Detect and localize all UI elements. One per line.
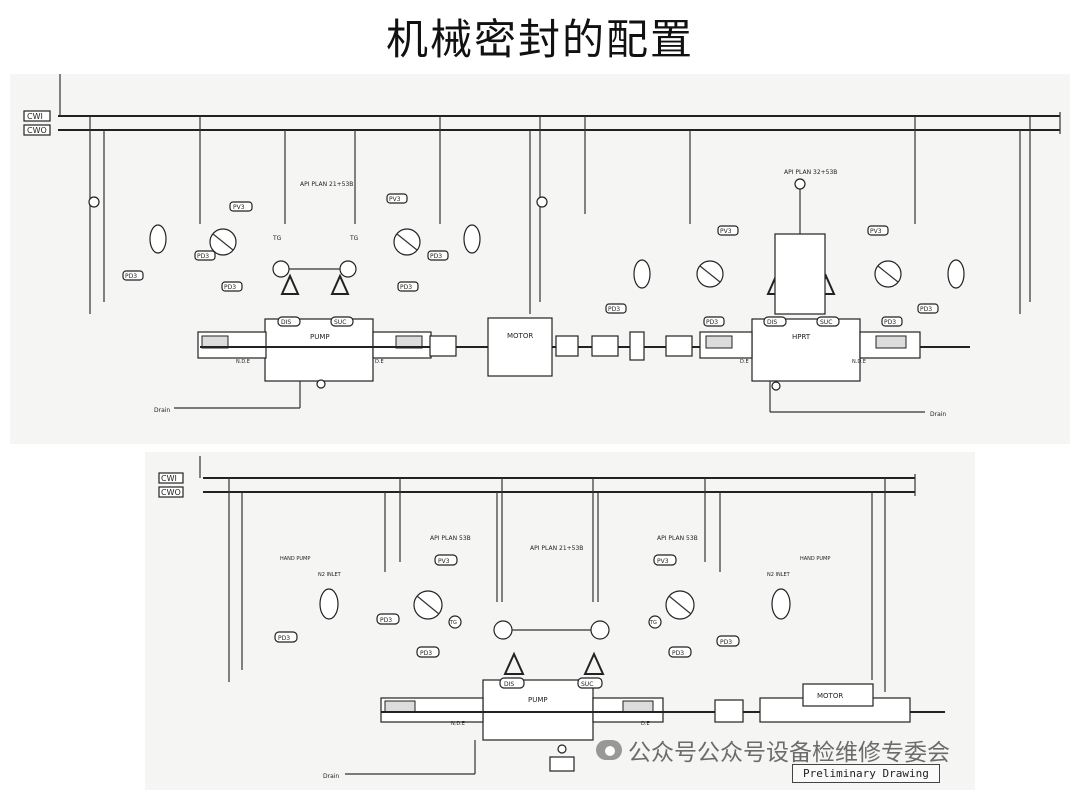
top-schematic: CWI CWO API PLAN 21+53B PV3 PV3 PD3 PD3 … <box>23 74 1061 418</box>
hprt-label: HPRT <box>792 333 811 341</box>
svg-text:DIS: DIS <box>281 319 291 326</box>
svg-text:PV3: PV3 <box>233 204 245 211</box>
hprt <box>751 318 861 382</box>
pd3-left <box>122 270 144 281</box>
pump-label: PUMP <box>310 333 330 341</box>
svg-text:N.D.E: N.D.E <box>852 359 866 365</box>
bottom-cwo-label: CWO <box>161 488 181 497</box>
svg-text:N2 INLET: N2 INLET <box>767 572 791 578</box>
watermark: 公众号公众号设备检维修专委会 <box>596 733 950 767</box>
svg-text:PD3: PD3 <box>430 253 442 260</box>
svg-text:D.E: D.E <box>740 359 749 365</box>
drain-left: Drain <box>154 407 170 414</box>
pump-top <box>264 318 374 382</box>
svg-text:DIS: DIS <box>504 681 514 688</box>
svg-text:N2 INLET: N2 INLET <box>318 572 342 578</box>
svg-text:PV3: PV3 <box>870 228 882 235</box>
svg-text:PD3: PD3 <box>420 650 432 657</box>
svg-text:HAND PUMP: HAND PUMP <box>800 556 830 562</box>
svg-text:PD3: PD3 <box>672 650 684 657</box>
wechat-icon <box>596 740 622 760</box>
bottom-pump-label: PUMP <box>528 696 548 704</box>
svg-text:SUC: SUC <box>581 681 593 688</box>
reservoir-left <box>149 224 167 254</box>
svg-text:TG: TG <box>449 620 457 626</box>
svg-text:SUC: SUC <box>820 319 832 326</box>
svg-text:PD3: PD3 <box>706 319 718 326</box>
motor-label: MOTOR <box>507 332 533 340</box>
cwi-label: CWI <box>27 112 43 121</box>
svg-text:PD3: PD3 <box>720 639 732 646</box>
bottom-motor <box>802 683 874 707</box>
svg-text:PV3: PV3 <box>438 558 450 565</box>
svg-text:DIS: DIS <box>767 319 777 326</box>
svg-text:PV3: PV3 <box>720 228 732 235</box>
svg-text:PD3: PD3 <box>197 253 209 260</box>
bottom-schematic: CWI CWO API PLAN 21+53B API PLAN 53B API… <box>158 456 945 780</box>
bottom-pump <box>482 679 594 741</box>
svg-text:PD3: PD3 <box>125 273 137 280</box>
svg-text:D.E: D.E <box>375 359 384 365</box>
svg-text:PD3: PD3 <box>884 319 896 326</box>
watermark-text: 公众号公众号设备检维修专委会 <box>628 740 950 766</box>
svg-text:SUC: SUC <box>334 319 346 326</box>
svg-text:API PLAN 53B: API PLAN 53B <box>430 535 471 542</box>
svg-text:N.D.E: N.D.E <box>236 359 250 365</box>
cwo-label: CWO <box>27 126 47 135</box>
svg-text:PD3: PD3 <box>608 306 620 313</box>
svg-text:D.E: D.E <box>641 721 650 727</box>
svg-text:PD3: PD3 <box>380 617 392 624</box>
preliminary-drawing-stamp: Preliminary Drawing <box>792 764 940 783</box>
bottom-drain: Drain <box>323 773 339 780</box>
svg-text:TG: TG <box>272 235 282 242</box>
bottom-schematic-panel: CWI CWO API PLAN 21+53B API PLAN 53B API… <box>145 452 975 790</box>
bottom-motor-label: MOTOR <box>817 692 843 700</box>
svg-text:PD3: PD3 <box>224 284 236 291</box>
svg-text:PD3: PD3 <box>920 306 932 313</box>
bottom-plan-center: API PLAN 21+53B <box>530 545 583 552</box>
ts-gauge <box>88 196 100 208</box>
page-title: 机械密封的配置 <box>385 15 694 64</box>
svg-text:PD3: PD3 <box>400 284 412 291</box>
top-schematic-panel: CWI CWO API PLAN 21+53B PV3 PV3 PD3 PD3 … <box>10 74 1070 444</box>
drain-right: Drain <box>930 411 946 418</box>
svg-text:PV3: PV3 <box>389 196 401 203</box>
motor-top <box>487 317 553 377</box>
svg-text:TG: TG <box>349 235 359 242</box>
cwi-tag <box>23 110 51 122</box>
svg-text:HAND PUMP: HAND PUMP <box>280 556 310 562</box>
suc-nozzle <box>330 316 354 327</box>
svg-text:TG: TG <box>649 620 657 626</box>
svg-text:API PLAN 53B: API PLAN 53B <box>657 535 698 542</box>
plan-right-label: API PLAN 32+53B <box>784 169 837 176</box>
pv3-left <box>229 201 253 212</box>
cwo-tag <box>23 124 51 136</box>
svg-text:PD3: PD3 <box>278 635 290 642</box>
dis-nozzle <box>277 316 301 327</box>
svg-text:PV3: PV3 <box>657 558 669 565</box>
bottom-cwi-label: CWI <box>161 474 177 483</box>
plan-left-label: API PLAN 21+53B <box>300 181 353 188</box>
svg-text:N.D.E: N.D.E <box>451 721 465 727</box>
